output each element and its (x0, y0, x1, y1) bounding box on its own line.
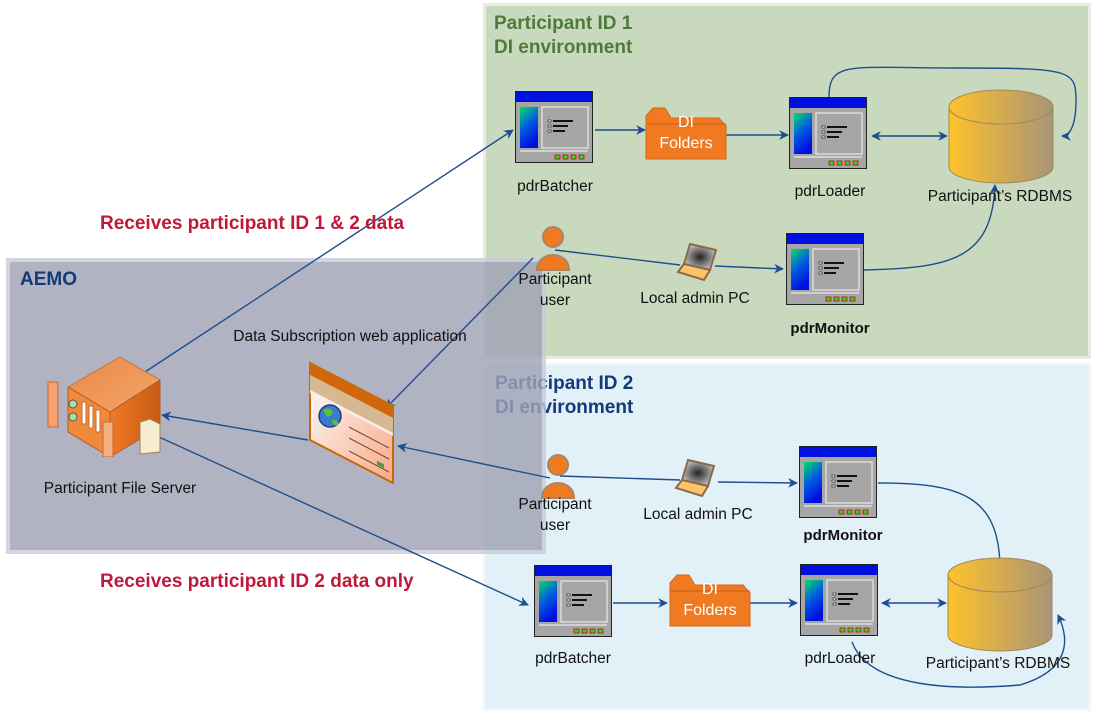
link-p2-monitor-to-rdbms (877, 482, 1005, 571)
file-server-icon (47, 356, 161, 457)
p2-participant-user-label: Participant user (518, 496, 592, 534)
p2-pdrmonitor-label: pdrMonitor (803, 527, 883, 544)
p1-rdbms-icon (948, 89, 1054, 184)
link-server-to-p2-batcher (147, 431, 529, 606)
p2-pdrmonitor-icon (799, 446, 877, 518)
p1-pdrloader-label: pdrLoader (794, 183, 866, 200)
web-app-label: Data Subscription web application (233, 328, 467, 345)
p1-pdrbatcher-icon (515, 91, 593, 163)
p1-participant-user-label: Participant user (518, 271, 592, 309)
link-p2-loader-loop (851, 614, 1067, 688)
p2-participant-user-icon (540, 454, 576, 499)
link-p1-pc-to-monitor (714, 263, 784, 274)
link-p2-user-to-pc (559, 475, 681, 481)
p2-pdrbatcher-icon (534, 565, 612, 637)
p1-pdrloader-icon (789, 97, 867, 169)
web-app-icon (309, 361, 394, 485)
p1-admin-pc-label: Local admin PC (640, 290, 750, 307)
link-webapp-to-server (161, 411, 309, 441)
p1-participant-user-icon (535, 226, 571, 271)
link-p1-user-to-pc (554, 249, 681, 266)
file-server-label: Participant File Server (43, 480, 197, 497)
p1-pdrmonitor-icon (786, 233, 864, 305)
p2-rdbms-icon (947, 557, 1053, 652)
link-p1-user-to-webapp (385, 257, 534, 409)
participant-1-panel-title: Participant ID 1 DI environment (494, 13, 633, 58)
p1-pdrbatcher-label: pdrBatcher (517, 178, 593, 195)
link-p1-monitor-to-rdbms (863, 184, 1000, 271)
link-p2-user-to-webapp (397, 443, 551, 479)
p2-di-folders-label: DI Folders (683, 581, 737, 619)
p1-pdrmonitor-label: pdrMonitor (790, 320, 870, 337)
p1-di-folders-icon (645, 107, 727, 160)
p2-laptop-icon (674, 458, 716, 498)
annotation-receives-both: Receives participant ID 1 & 2 data (100, 213, 405, 234)
link-p1-loader-loop (828, 66, 1077, 141)
p2-di-folders-icon (669, 574, 751, 627)
p1-laptop-icon (676, 242, 718, 282)
p2-pdrloader-label: pdrLoader (804, 650, 876, 667)
p2-pdrbatcher-label: pdrBatcher (535, 650, 611, 667)
p2-rdbms-label: Participant’s RDBMS (925, 655, 1071, 672)
p2-pdrloader-icon (800, 564, 878, 636)
p1-rdbms-label: Participant’s RDBMS (927, 188, 1073, 205)
aemo-panel-title: AEMO (20, 269, 77, 290)
link-server-to-p1-batcher (144, 129, 514, 373)
link-p2-pc-to-monitor (717, 477, 798, 488)
annotation-receives-p2-only: Receives participant ID 2 data only (100, 571, 414, 592)
p2-admin-pc-label: Local admin PC (643, 506, 753, 523)
p1-di-folders-label: DI Folders (659, 114, 713, 152)
